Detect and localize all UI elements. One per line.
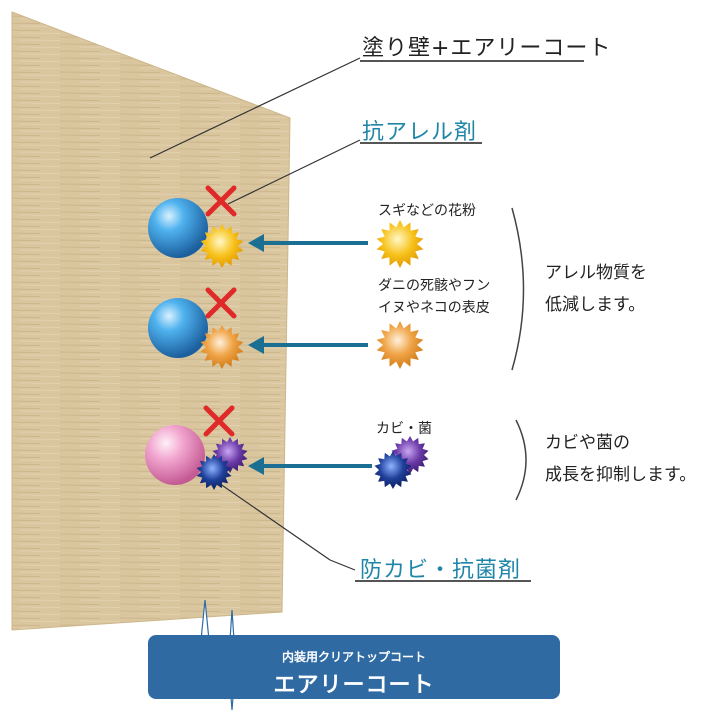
pollen-particle-blocked — [200, 224, 244, 268]
particle-shape — [376, 220, 424, 268]
coating-label: 塗り壁+エアリーコート — [362, 36, 612, 61]
mite-particle — [376, 321, 424, 369]
particle-shape — [374, 451, 412, 489]
antifungal-agent-ball — [145, 425, 205, 485]
badge-subtitle: 内装用クリアトップコート — [281, 650, 426, 664]
cross-icon — [203, 405, 235, 437]
mold-particle-navy — [374, 451, 412, 489]
mite-particle-blocked — [200, 325, 244, 369]
leader-line-coating — [149, 57, 361, 159]
allergen-effect-line2: 低減します。 — [545, 295, 646, 315]
mold-effect-line2: 成長を抑制します。 — [545, 465, 697, 485]
allergen-effect-line1: アレル物質を — [545, 263, 647, 283]
arrow-left-icon — [248, 457, 372, 475]
arrow-left-icon — [248, 336, 368, 354]
badge-title: エアリーコート — [273, 673, 435, 698]
anti-allergen-agent-ball — [148, 298, 208, 358]
product-badge: 内装用クリアトップコート エアリーコート — [148, 635, 560, 699]
mold-effect-line1: カビや菌の — [545, 433, 630, 453]
mold-label: カビ・菌 — [376, 421, 432, 437]
mite-label-line1: ダニの死骸やフン — [378, 278, 491, 294]
pollen-label: スギなどの花粉 — [378, 203, 476, 219]
mite-label-line2: イヌやネコの表皮 — [378, 300, 490, 316]
antifungal-label: 防カビ・抗菌剤 — [360, 558, 522, 583]
bracket-mold — [515, 419, 527, 501]
leader-line-anti-allergen — [227, 139, 361, 205]
arrow-left-icon — [248, 234, 368, 252]
cross-icon — [205, 287, 237, 319]
particle-shape — [200, 325, 244, 369]
pollen-particle — [376, 220, 424, 268]
bracket-allergen — [511, 207, 525, 371]
coating-underline — [360, 60, 584, 62]
particle-shape — [196, 454, 232, 490]
cross-icon — [205, 185, 237, 217]
anti-allergen-label: 抗アレル剤 — [362, 120, 478, 145]
mold-particle-blocked-navy — [196, 454, 232, 490]
antifungal-underline — [355, 580, 531, 582]
anti-allergen-underline — [360, 142, 482, 144]
particle-shape — [200, 224, 244, 268]
anti-allergen-agent-ball — [148, 198, 208, 258]
particle-shape — [376, 321, 424, 369]
